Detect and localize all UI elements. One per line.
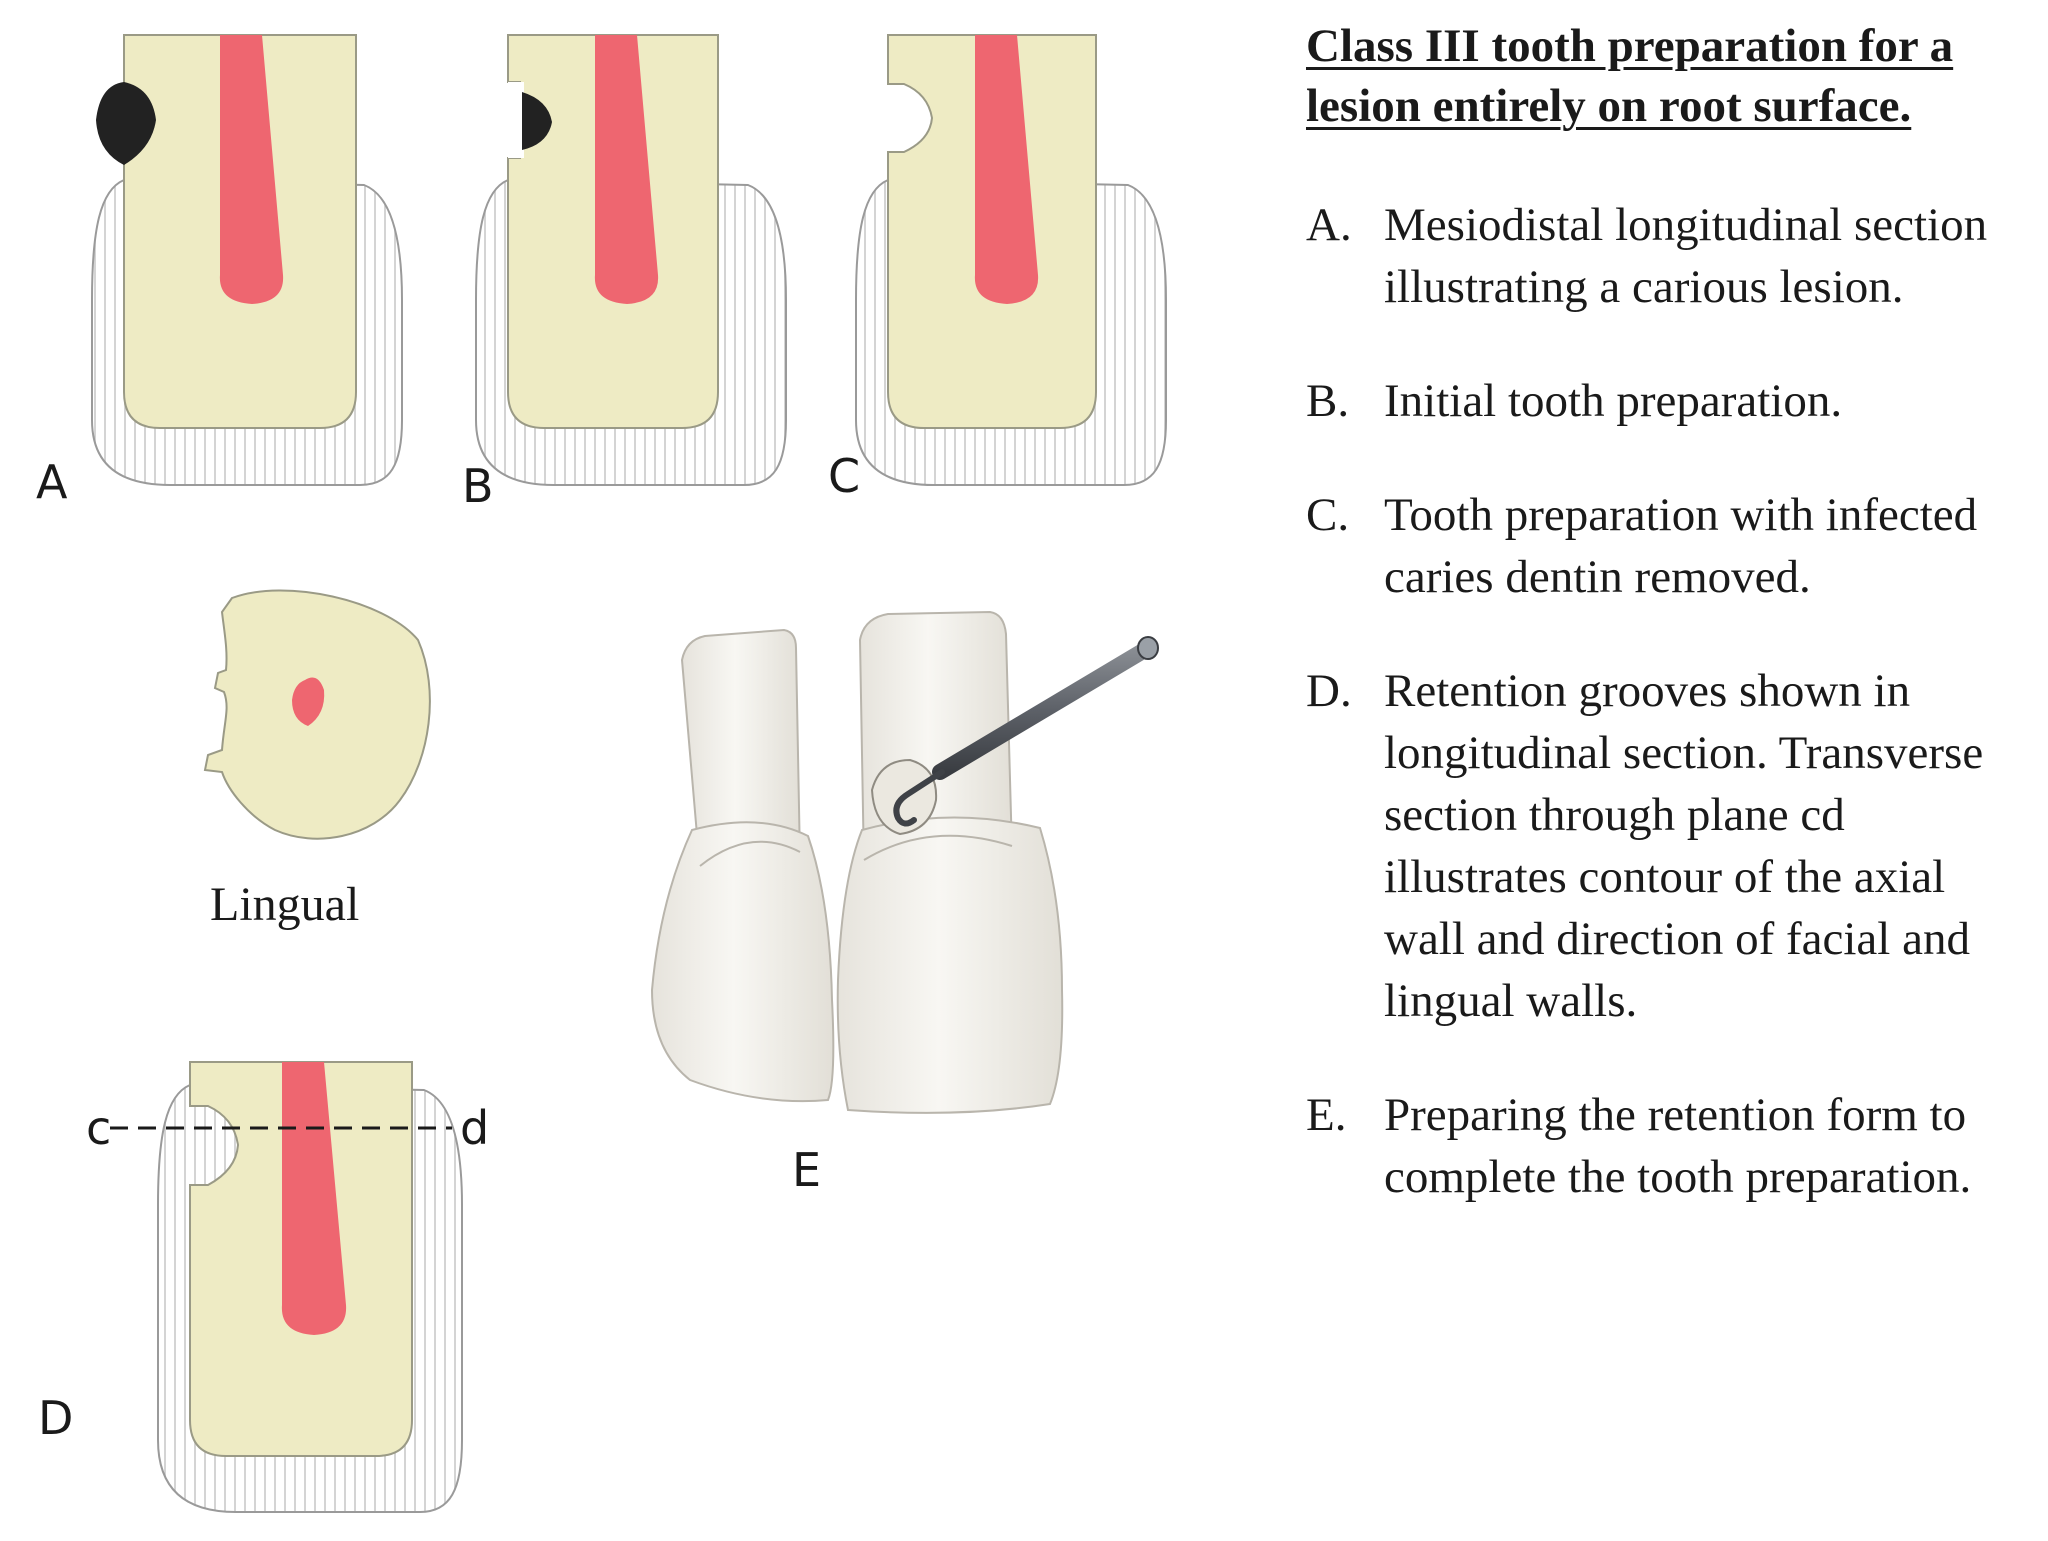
transverse-section: Lingual <box>203 589 431 931</box>
lingual-label: Lingual <box>210 878 359 931</box>
section-d-label: d <box>460 1101 489 1155</box>
panel-d-label: D <box>38 1391 73 1445</box>
legend-letter: B. <box>1306 375 1350 427</box>
panel-a-label: A <box>36 455 68 509</box>
panel-e-label: E <box>792 1143 821 1197</box>
legend-letter: E. <box>1306 1089 1347 1141</box>
panel-b-lesion <box>522 92 552 150</box>
panel-b-notch <box>508 82 524 158</box>
panel-a-lesion <box>96 82 156 165</box>
legend-letter: A. <box>1306 199 1352 251</box>
legend-text: Retention grooves shown in longitudinal … <box>1384 665 1984 1027</box>
legend-text: Mesiodistal longitudinal section illustr… <box>1384 199 1988 313</box>
panel-b-pulp <box>594 35 659 304</box>
panel-e-teeth: E <box>650 610 1159 1197</box>
legend-text: Initial tooth preparation. <box>1384 375 1843 427</box>
transverse-pulp <box>292 677 325 726</box>
legend-item-e: E. Preparing the retention form to compl… <box>1306 1084 2036 1208</box>
legend-panel: Class III tooth preparation for a lesion… <box>1306 16 2036 1260</box>
panel-b-label: B <box>462 459 494 513</box>
panel-a-pulp <box>219 35 284 304</box>
legend-item-a: A. Mesiodistal longitudinal section illu… <box>1306 194 2036 318</box>
panel-d-pulp <box>281 1062 347 1335</box>
instrument <box>893 636 1159 827</box>
figure-title: Class III tooth preparation for a lesion… <box>1306 20 1954 132</box>
panel-c-pulp <box>974 35 1039 304</box>
legend-item-c: C. Tooth preparation with infected carie… <box>1306 484 2036 608</box>
section-c-label: c <box>86 1101 111 1155</box>
right-tooth-cej <box>863 834 1013 861</box>
legend-text: Preparing the retention form to complete… <box>1384 1089 1972 1203</box>
left-tooth-cej <box>699 840 801 867</box>
left-tooth-crown <box>650 821 835 1103</box>
legend-letter: C. <box>1306 489 1350 541</box>
panel-c-section: C <box>828 34 1167 503</box>
panel-b-section: B <box>462 34 787 513</box>
legend-item-d: D. Retention grooves shown in longitudin… <box>1306 660 2036 1032</box>
panel-c-label: C <box>828 449 860 503</box>
right-tooth-crown <box>836 816 1064 1114</box>
left-tooth-root <box>680 628 802 872</box>
panel-d-section: c d D <box>38 1061 489 1513</box>
diagram-svg: A B C Lingual c d D <box>36 34 1167 1513</box>
panel-a-section: A <box>36 34 403 509</box>
illustration-area: A B C Lingual c d D <box>36 34 1167 1513</box>
legend-item-b: B. Initial tooth preparation. <box>1306 370 2036 432</box>
legend-text: Tooth preparation with infected caries d… <box>1384 489 1978 603</box>
legend-letter: D. <box>1306 665 1352 717</box>
